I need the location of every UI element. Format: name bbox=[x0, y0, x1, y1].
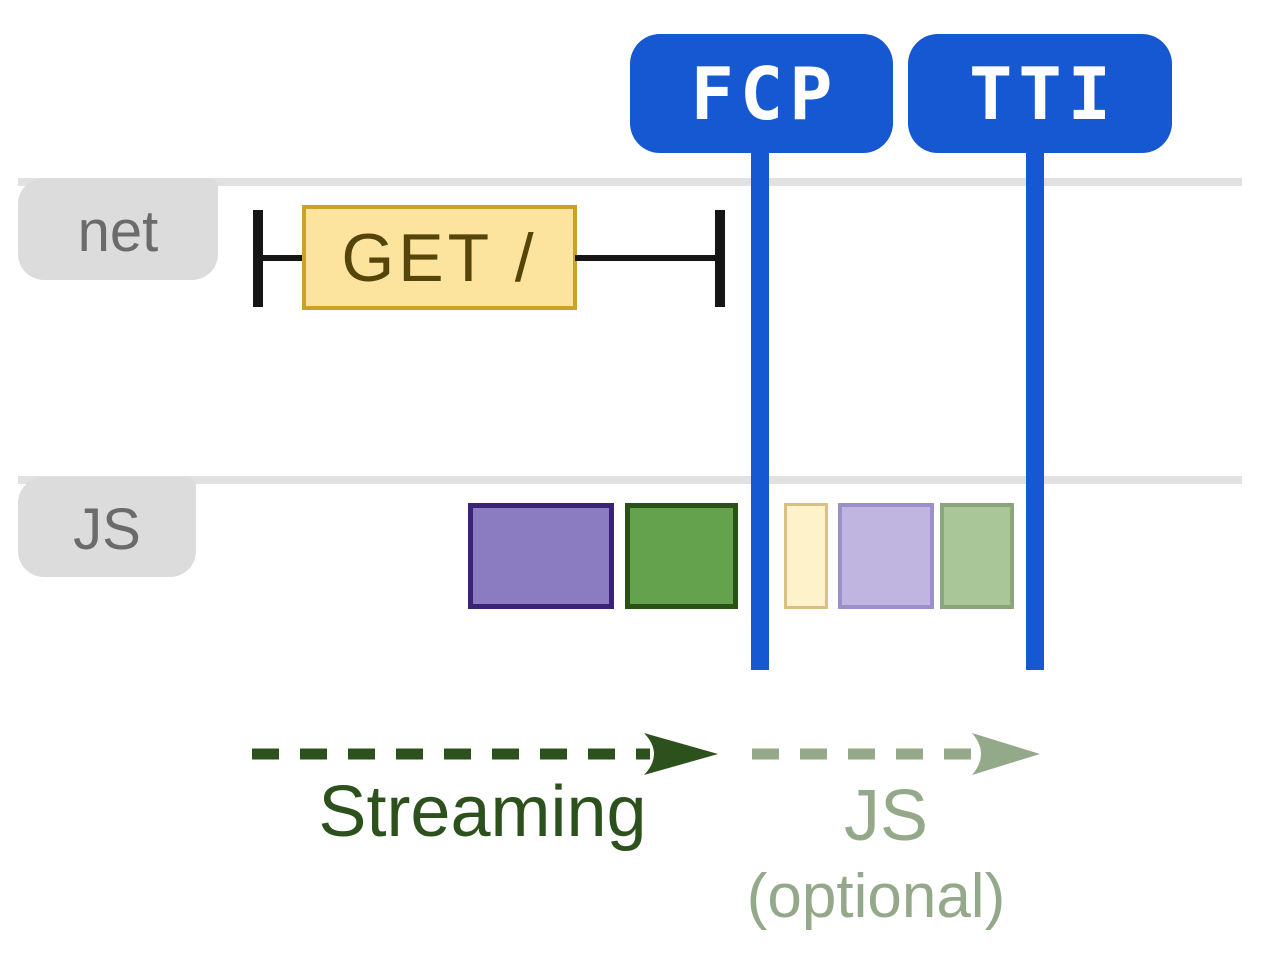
lane-tab-net: net bbox=[18, 178, 218, 280]
streaming-arrow-icon bbox=[252, 733, 718, 775]
js-lane-line bbox=[18, 476, 1242, 484]
js-task-green-faded bbox=[940, 503, 1014, 609]
js-task-green-solid bbox=[625, 503, 738, 609]
fcp-badge-label: FCP bbox=[690, 51, 839, 136]
request-left-whisker bbox=[260, 255, 306, 261]
network-request-box: GET / bbox=[302, 205, 577, 310]
network-request-label: GET / bbox=[341, 219, 538, 296]
js-arrow-head bbox=[972, 733, 1040, 775]
tti-marker-line bbox=[1026, 150, 1044, 670]
js-task-purple-faded bbox=[838, 503, 934, 609]
net-lane-label: net bbox=[77, 198, 159, 264]
streaming-phase-label: Streaming bbox=[318, 772, 647, 852]
js-phase-sublabel: (optional) bbox=[746, 862, 1006, 931]
fcp-badge: FCP bbox=[630, 34, 893, 153]
js-task-yellow-faded bbox=[784, 503, 828, 609]
net-lane-line bbox=[18, 178, 1242, 186]
tti-badge: TTI bbox=[908, 34, 1172, 153]
request-right-whisker bbox=[575, 255, 719, 261]
request-end-tick bbox=[715, 210, 725, 307]
js-task-purple-solid bbox=[468, 503, 614, 609]
js-optional-arrow-icon bbox=[752, 733, 1040, 775]
request-start-tick bbox=[253, 210, 263, 307]
lane-tab-js: JS bbox=[18, 477, 196, 577]
fcp-marker-line bbox=[751, 150, 769, 670]
js-lane-label: JS bbox=[73, 496, 141, 562]
js-phase-label: JS bbox=[843, 776, 929, 856]
tti-badge-label: TTI bbox=[968, 51, 1118, 136]
streaming-arrow-head bbox=[644, 733, 718, 775]
